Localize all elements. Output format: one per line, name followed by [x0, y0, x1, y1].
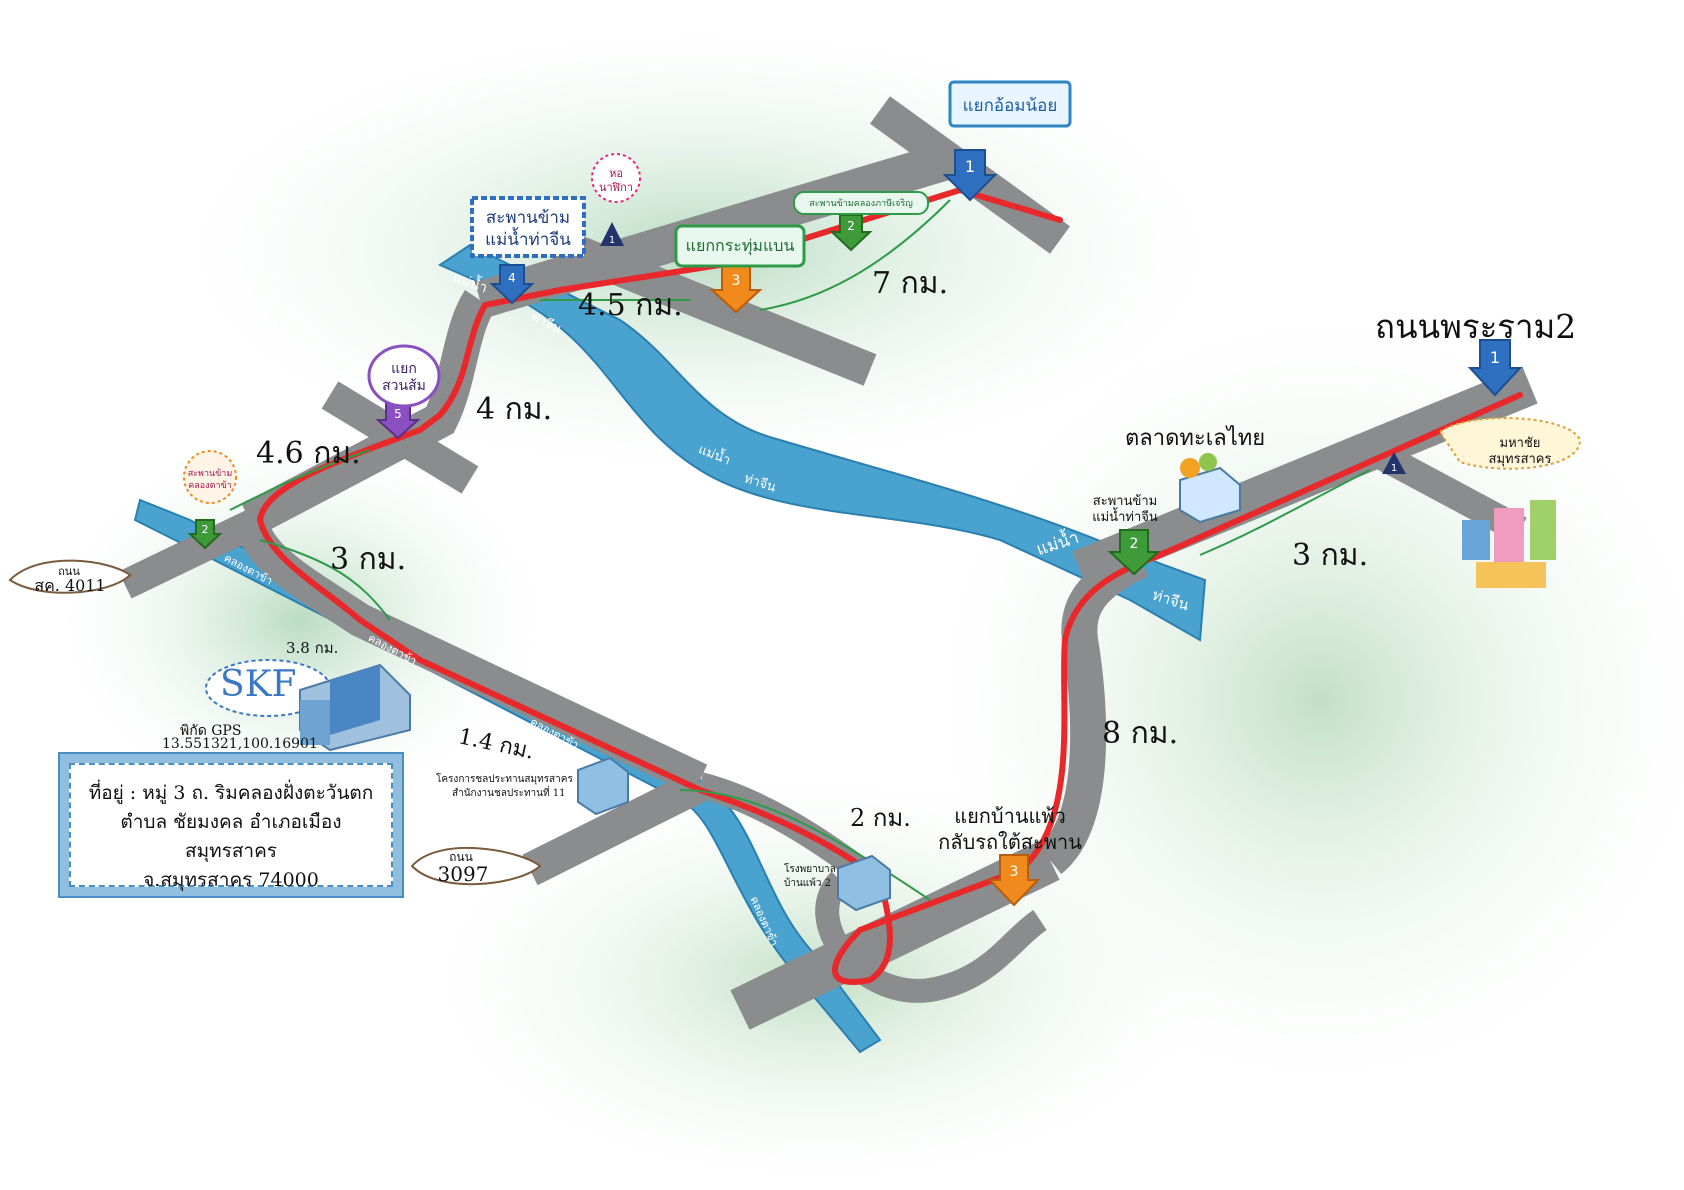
sign-water-project-2: สำนักงานชลประทานที่ 11 — [452, 788, 566, 799]
sign-bridge-tacha-1: สะพานข้าม — [187, 469, 233, 479]
svg-text:2: 2 — [847, 219, 855, 233]
svg-text:3: 3 — [1010, 864, 1019, 880]
marker-3-banphaeo: 3 — [987, 854, 1041, 907]
sign-bridge-klong-phasi: สะพานข้ามคลองภาษีเจริญ — [809, 199, 913, 209]
svg-text:2: 2 — [202, 523, 209, 536]
sign-hospital-2: บ้านแพ้ว 2 — [784, 878, 831, 889]
sign-clock-tower-2: นาฬิกา — [598, 181, 634, 194]
address-line-3: จ.สมุทรสาคร 74000 — [143, 869, 319, 891]
svg-text:1: 1 — [1490, 348, 1500, 367]
sign-hospital-1: โรงพยาบาล — [784, 864, 836, 875]
road-3097-2: 3097 — [437, 862, 489, 886]
skf-logo: SKF — [220, 664, 297, 705]
address-box: ที่อยู่ : หมู่ 3 ถ. ริมคลองฝั่งตะวันตก ต… — [58, 752, 404, 898]
route — [256, 186, 1523, 985]
svg-text:1: 1 — [965, 157, 975, 176]
sign-mahachai-2: สมุทรสาคร — [1488, 452, 1552, 467]
svg-text:4: 4 — [508, 271, 516, 285]
marker-1-clock: 1 — [600, 222, 624, 246]
markers: 1 1 2 2 2 3 3 4 — [187, 149, 1523, 907]
road-4011-1: ถนน — [58, 565, 80, 578]
sign-water-project-1: โครงการชลประทานสมุทรสาคร — [436, 774, 573, 785]
sign-kraturn-baen: แยกกระทุ่มแบน — [685, 236, 795, 255]
sign-suan-som-2: สวนส้ม — [382, 378, 426, 394]
road-kraturn-baen — [553, 229, 877, 386]
sign-ban-phaeo-2: กลับรถใต้สะพาน — [938, 830, 1082, 854]
marker-1-rama2: 1 — [1467, 339, 1523, 397]
distance-4km: 4 กม. — [476, 392, 553, 427]
sign-bridge-tha-chin-2: แม่น้ำท่าจีน — [485, 230, 571, 250]
road-underpass-loop — [815, 871, 1048, 1003]
distance-4-5km: 4.5 กม. — [578, 288, 683, 323]
distance-brackets — [229, 199, 1371, 901]
address-text: ที่อยู่ : หมู่ 3 ถ. ริมคลองฝั่งตะวันตก ต… — [69, 763, 393, 891]
tha-chin-river — [437, 243, 1207, 642]
market-building — [1179, 453, 1241, 524]
road-rama2-main — [1072, 366, 1538, 589]
sign-om-noi: แยกอ้อมน้อย — [962, 96, 1058, 116]
address-line-1: ที่อยู่ : หมู่ 3 ถ. ริมคลองฝั่งตะวันตก — [88, 782, 374, 804]
sign-clock-tower-1: หอ — [609, 167, 623, 180]
sign-thai-seafood-market: ตลาดทะเลไทย — [1125, 426, 1266, 451]
sign-bridge-tacha-2: คลองตาข้า — [188, 481, 232, 491]
svg-text:5: 5 — [394, 407, 402, 421]
address-line-2: ตำบล ชัยมงคล อำเภอเมือง สมุทรสาคร — [120, 811, 342, 862]
distance-3km-right: 3 กม. — [1292, 538, 1369, 573]
svg-text:1: 1 — [1391, 463, 1397, 474]
road-4011-2: สค. 4011 — [34, 576, 106, 595]
mahachai-buildings — [1462, 500, 1556, 588]
water-project-building — [577, 756, 629, 816]
hospital-building — [837, 854, 891, 912]
marker-4-bridge: 4 — [489, 264, 535, 305]
sign-bridge-right-1: สะพานข้าม — [1092, 494, 1158, 509]
sign-ban-phaeo-1: แยกบ้านแพ้ว — [954, 804, 1066, 828]
route-line — [256, 186, 1523, 985]
svg-text:1: 1 — [609, 235, 615, 246]
gps-value: 13.551321,100.16901 — [162, 736, 318, 752]
distance-8km: 8 กม. — [1102, 716, 1179, 751]
gps-label: พิกัด GPS — [180, 723, 242, 739]
marker-2-right: 2 — [1107, 529, 1161, 576]
marker-1-mahachai: 1 — [1382, 452, 1406, 474]
distance-2km: 2 กม. — [850, 804, 911, 832]
sign-bridge-right-2: แม่น้ำท่าจีน — [1092, 510, 1158, 525]
sign-boxes — [8, 80, 1582, 886]
marker-2-phasi: 2 — [829, 214, 873, 252]
marker-3-kraturn: 3 — [709, 264, 763, 314]
svg-text:2: 2 — [1130, 536, 1139, 552]
svg-text:3: 3 — [732, 273, 741, 289]
sign-bridge-tha-chin-1: สะพานข้าม — [485, 208, 571, 228]
distance-7km: 7 กม. — [872, 266, 949, 301]
distance-3km-left: 3 กม. — [330, 542, 407, 577]
sign-suan-som-1: แยก — [391, 361, 417, 377]
road-3097-1: ถนน — [449, 850, 473, 864]
marker-1-top: 1 — [942, 149, 998, 202]
marker-2-canal: 2 — [187, 519, 223, 550]
skf-building — [205, 659, 411, 752]
road-3097 — [522, 769, 708, 886]
map-title: ถนนพระราม2 — [1375, 307, 1577, 346]
distance-3-8km: 3.8 กม. — [286, 639, 339, 657]
distance-4-6km: 4.6 กม. — [256, 436, 361, 471]
sign-mahachai-1: มหาชัย — [1499, 436, 1541, 451]
